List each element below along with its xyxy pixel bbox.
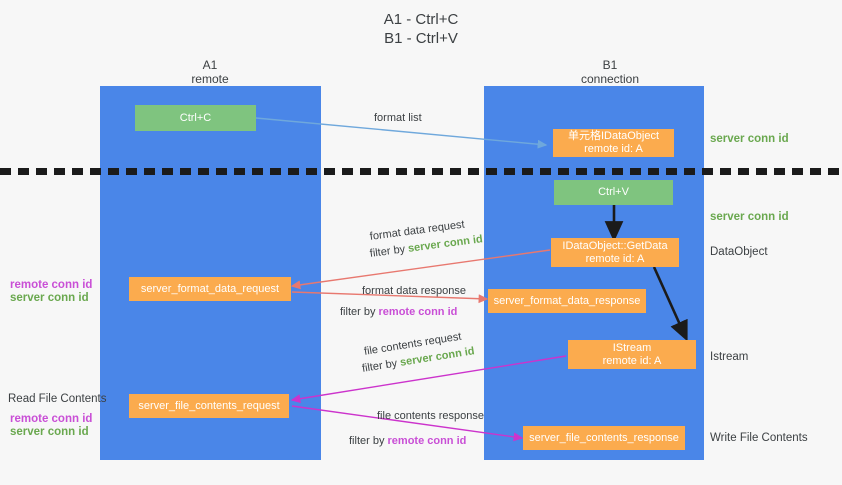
left-label-remote-conn-id-lower: remote conn id — [10, 413, 93, 425]
left-label-server-conn-id-upper: server conn id — [10, 292, 89, 304]
dashed-divider — [0, 168, 842, 175]
right-label-server-conn-id-top: server conn id — [710, 133, 789, 145]
right-label-dataobject: DataObject — [710, 246, 768, 258]
column-header-b1-name: B1 — [602, 58, 618, 72]
filter-value-remote-conn-id: remote conn id — [387, 435, 467, 447]
box-server-file-contents-response-label: server_file_contents_response — [529, 431, 679, 444]
left-label-server-conn-id-lower: server conn id — [10, 426, 89, 438]
right-label-server-conn-id-mid: server conn id — [710, 211, 789, 223]
edge-label-format-data-response-filter: filter by remote conn id — [340, 305, 457, 319]
box-ctrl-c[interactable]: Ctrl+C — [135, 105, 256, 131]
box-ctrl-c-label: Ctrl+C — [179, 111, 212, 124]
filter-prefix: filter by — [340, 306, 379, 318]
column-header-b1-sub: connection — [580, 72, 640, 86]
box-ctrl-v-label: Ctrl+V — [598, 186, 629, 198]
box-ctrl-v[interactable]: Ctrl+V — [554, 180, 673, 205]
page-title: A1 - Ctrl+C B1 - Ctrl+V — [383, 11, 459, 47]
box-server-file-contents-request[interactable]: server_file_contents_request — [129, 394, 289, 418]
right-label-write-file-contents: Write File Contents — [710, 432, 808, 444]
column-header-a1-name: A1 — [202, 58, 218, 72]
right-label-istream: Istream — [710, 351, 749, 363]
filter-prefix: filter by — [361, 356, 402, 375]
column-header-a1-sub: remote — [191, 72, 229, 86]
box-server-file-contents-response[interactable]: server_file_contents_response — [523, 426, 685, 450]
box-server-format-data-request-label: server_format_data_request — [140, 282, 280, 295]
filter-value-remote-conn-id: remote conn id — [378, 306, 458, 318]
box-istream-line1: IStream — [612, 341, 652, 354]
box-server-file-contents-request-label: server_file_contents_request — [138, 399, 280, 412]
box-server-format-data-response-label: server_format_data_response — [493, 294, 641, 307]
box-server-format-data-request[interactable]: server_format_data_request — [129, 277, 291, 301]
edge-label-file-contents-response-filter: filter by remote conn id — [349, 434, 466, 448]
edge-label-format-list: format list — [374, 112, 422, 124]
box-idataobject-line2: remote id: A — [584, 143, 643, 155]
left-label-remote-conn-id-upper: remote conn id — [10, 279, 93, 291]
left-label-read-file-contents: Read File Contents — [8, 393, 107, 405]
box-getdata-line2: remote id: A — [585, 252, 645, 265]
box-istream-line2: remote id: A — [602, 354, 662, 367]
filter-prefix: filter by — [349, 435, 388, 447]
box-idataobject-line1: 单元格IDataObject — [567, 130, 660, 142]
edge-label-format-data-response: format data response — [362, 285, 466, 297]
edge-label-file-contents-response: file contents response — [377, 410, 485, 422]
box-idataobject[interactable]: 单元格IDataObject remote id: A — [553, 129, 674, 157]
box-istream[interactable]: IStream remote id: A — [568, 340, 696, 369]
box-idataobject-getdata[interactable]: IDataObject::GetData remote id: A — [551, 238, 679, 267]
box-server-format-data-response[interactable]: server_format_data_response — [488, 289, 646, 313]
filter-prefix: filter by — [369, 242, 409, 260]
box-getdata-line1: IDataObject::GetData — [562, 239, 668, 252]
